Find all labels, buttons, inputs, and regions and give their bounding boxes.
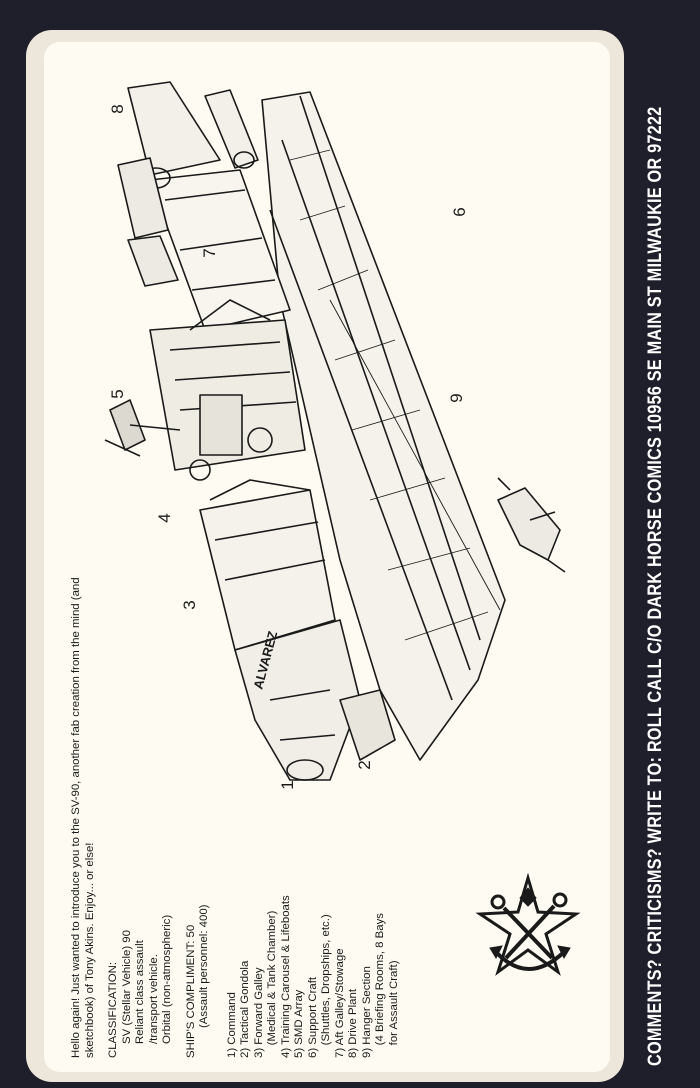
intro-paragraph: Hello again! Just wanted to introduce yo…: [70, 574, 96, 1058]
compliment-block: SHIP'S COMPLIMENT: 50 (Assault personnel…: [185, 558, 212, 1058]
footer-address: COMMENTS? CRITICISMS? WRITE TO: ROLL CAL…: [636, 20, 676, 1066]
legend-item: 6) Support Craft: [306, 976, 319, 1058]
legend-item: 9) Hanger Section: [360, 966, 373, 1058]
callout-6: 6: [450, 207, 469, 217]
legend-item: 1) Command: [225, 992, 238, 1058]
legend-item: (Medical & Tank Chamber): [266, 910, 278, 1058]
legend-item: 3) Forward Galley: [252, 967, 265, 1058]
description-text: Hello again! Just wanted to introduce yo…: [70, 558, 400, 1058]
classification-block: CLASSIFICATION: SV (Stellar Vehicle) 90 …: [107, 558, 175, 1058]
callout-4: 4: [155, 513, 174, 523]
legend-item: (Shuttles, Dropships, etc.): [320, 914, 332, 1058]
legend-item: 4) Training Carousel & Lifeboats: [279, 895, 292, 1058]
legend-item: 7) Aft Galley/Stowage: [333, 948, 346, 1058]
callout-9: 9: [447, 393, 466, 403]
classification-line: Reliant class assault: [134, 940, 146, 1044]
callout-5: 5: [108, 389, 127, 399]
legend-item: 5) SMD Array: [293, 989, 305, 1058]
classification-heading: CLASSIFICATION:: [107, 962, 119, 1058]
footer-text: COMMENTS? CRITICISMS? WRITE TO: ROLL CAL…: [645, 106, 666, 1066]
section-legend: 1) Command 2) Tactical Gondola 3) Forwar…: [226, 558, 402, 1058]
compliment-sub: (Assault personnel: 400): [198, 904, 210, 1028]
callout-8: 8: [108, 104, 127, 114]
callout-7: 7: [200, 248, 219, 258]
legend-item: 8) Drive Plant: [347, 988, 359, 1058]
classification-line: Orbital (non-atmospheric): [161, 914, 173, 1044]
classification-line: SV (Stellar Vehicle) 90: [120, 930, 133, 1044]
uscm-insignia-logo: [475, 872, 581, 976]
legend-item: (4 Briefing Rooms, 8 Bays: [374, 913, 386, 1058]
legend-item: for Assault Craft): [387, 960, 400, 1058]
legend-item: 2) Tactical Gondola: [239, 960, 251, 1058]
compliment-heading: SHIP'S COMPLIMENT: 50: [184, 924, 197, 1058]
classification-line: /transport vehicle.: [147, 954, 160, 1044]
